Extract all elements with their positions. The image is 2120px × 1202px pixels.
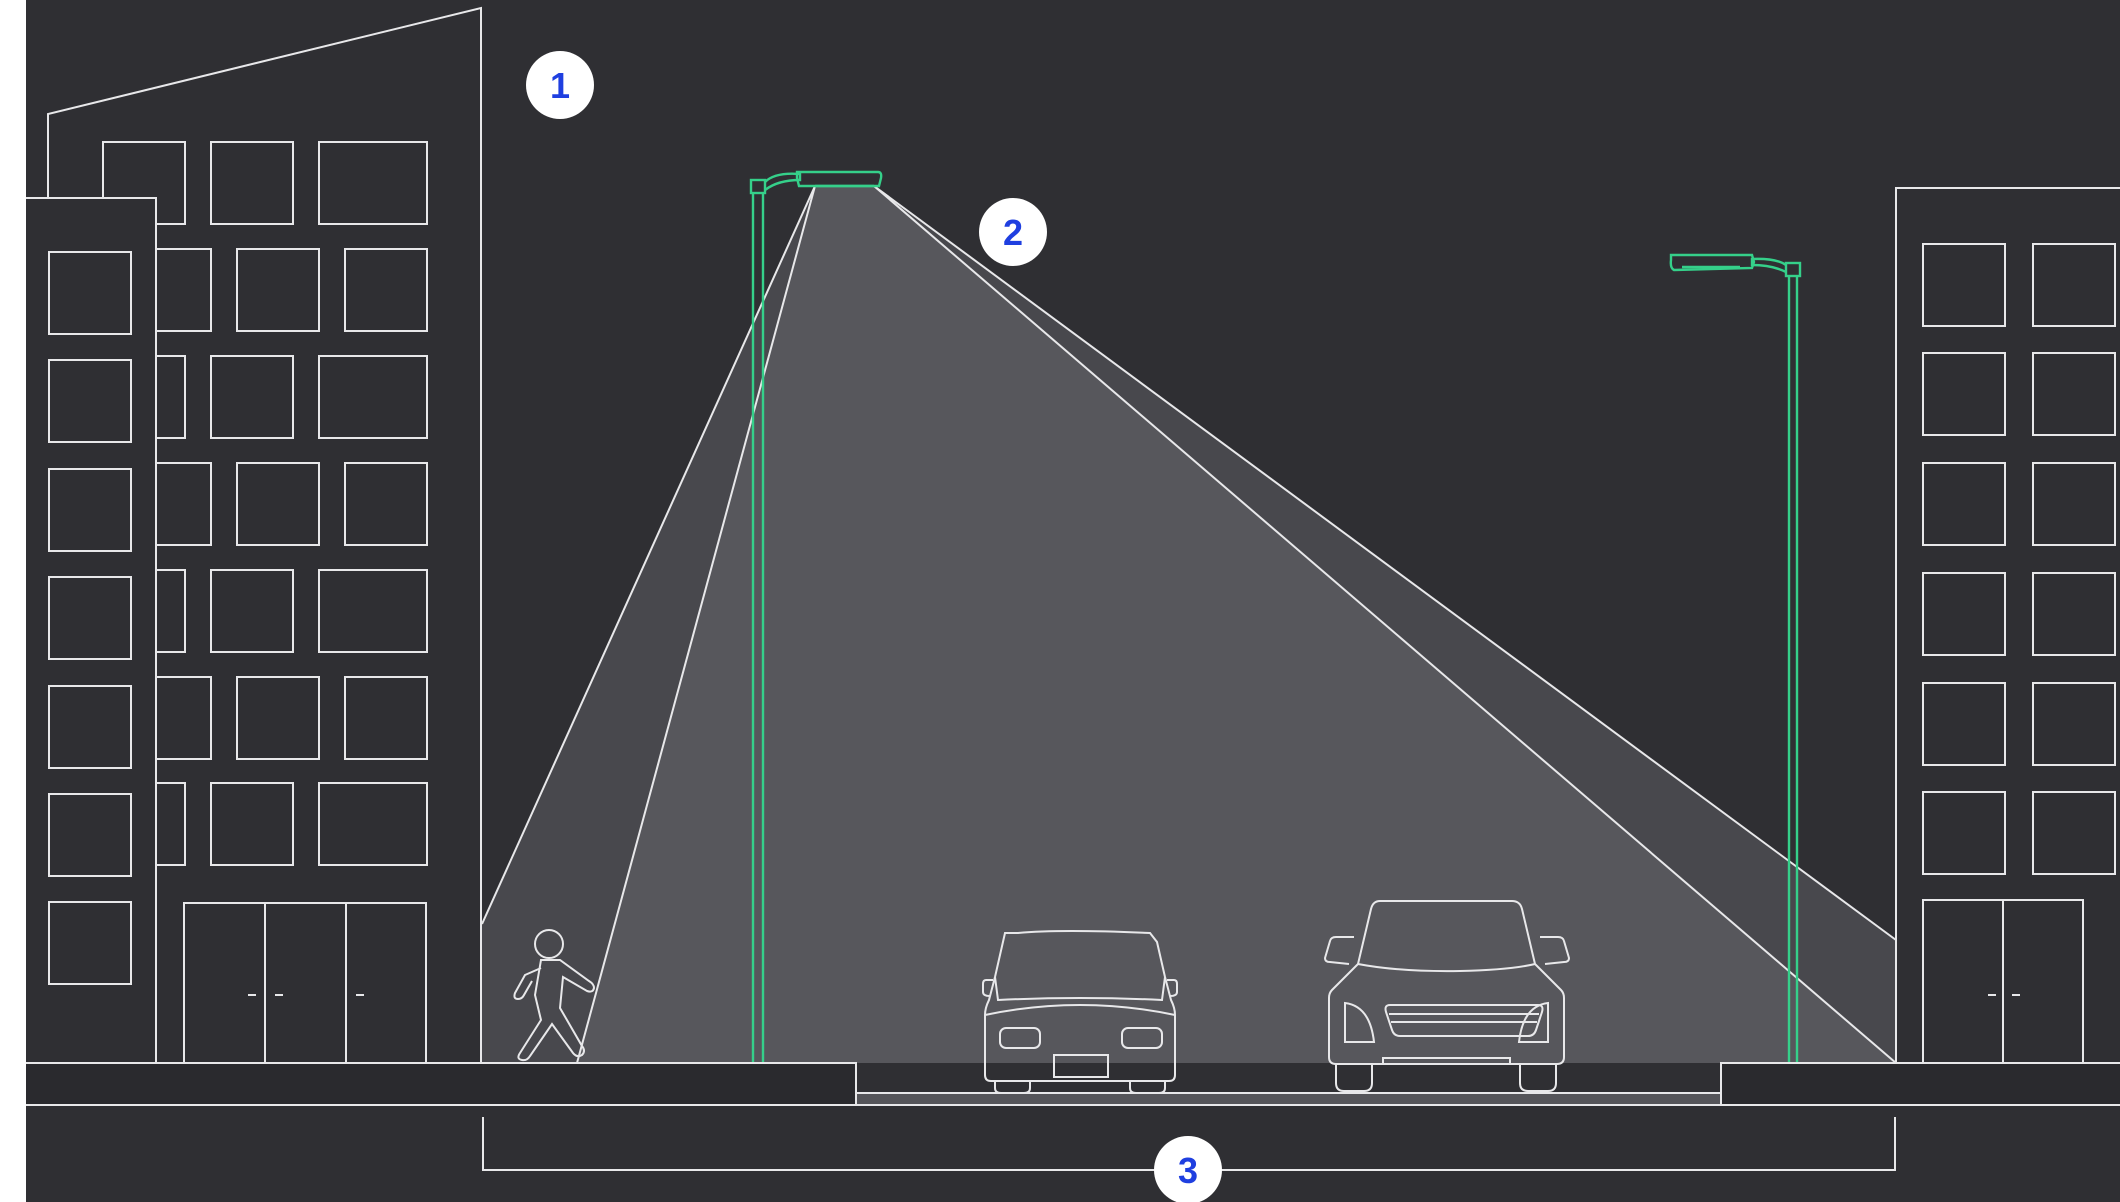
marker-2-label: 2 xyxy=(1003,212,1023,253)
marker-3: 3 xyxy=(1154,1136,1222,1202)
street-lamp-left xyxy=(749,170,883,1062)
marker-1-label: 1 xyxy=(550,65,570,106)
pedestrian-icon xyxy=(513,929,596,1062)
marker-1: 1 xyxy=(526,51,594,119)
car-small-front xyxy=(982,930,1178,1094)
marker-2: 2 xyxy=(979,198,1047,266)
marker-3-label: 3 xyxy=(1178,1150,1198,1191)
left-sidewalk xyxy=(26,1063,856,1105)
right-building xyxy=(1895,187,2120,1064)
light-cone xyxy=(481,185,1897,1064)
road-surface xyxy=(856,1093,1721,1105)
car-large-front xyxy=(1323,900,1571,1092)
street-lamp-right xyxy=(1669,253,1802,1062)
left-front-building xyxy=(26,197,157,1063)
right-sidewalk xyxy=(1721,1063,2120,1105)
